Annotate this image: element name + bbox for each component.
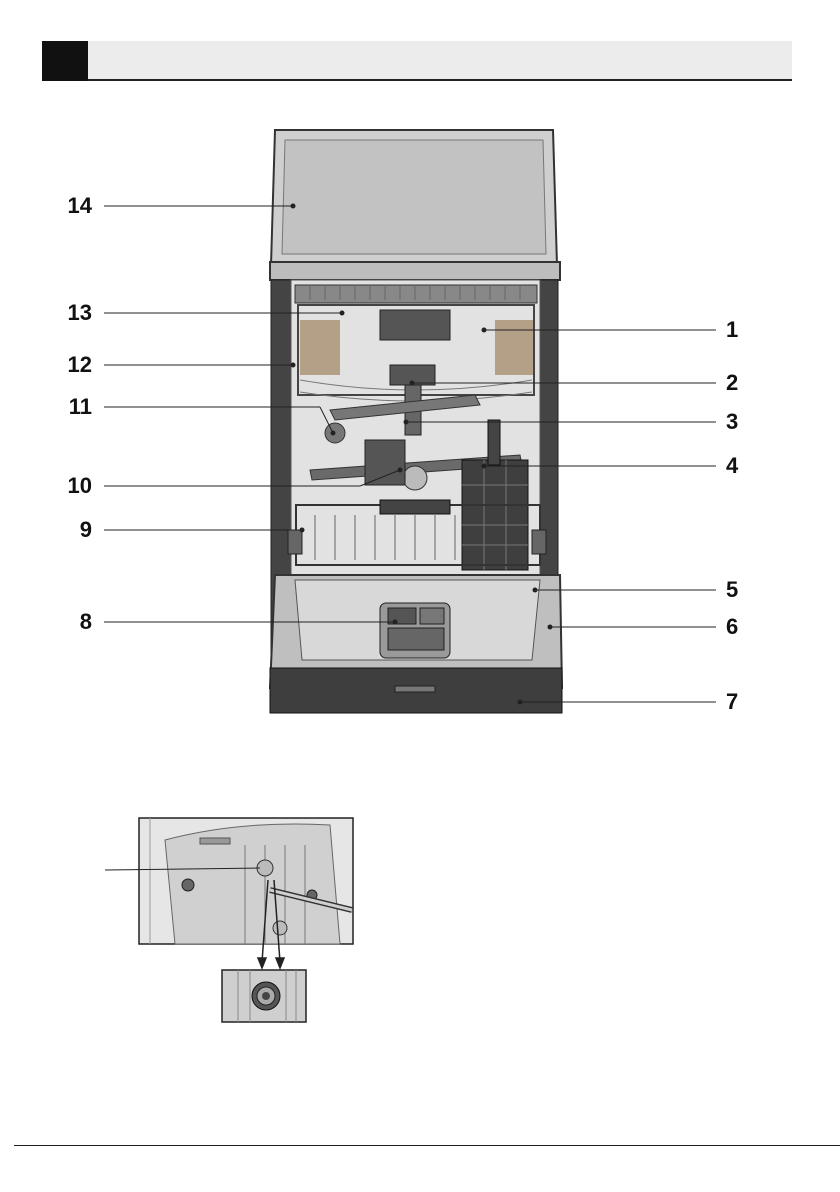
callout-1: 1 [726, 318, 738, 342]
callout-2: 2 [726, 371, 738, 395]
detail-inset-upper [139, 818, 353, 944]
door [270, 575, 562, 713]
callout-8: 8 [42, 610, 92, 634]
callout-3: 3 [726, 410, 738, 434]
callout-5: 5 [726, 578, 738, 602]
callout-11: 11 [42, 395, 92, 419]
callout-4: 4 [726, 454, 738, 478]
footer-rule [14, 1145, 840, 1146]
callout-9: 9 [42, 518, 92, 542]
detail-inset-lower [222, 970, 306, 1022]
callout-14: 14 [42, 194, 92, 218]
callout-6: 6 [726, 615, 738, 639]
callout-7: 7 [726, 690, 738, 714]
callout-13: 13 [42, 301, 92, 325]
callout-10: 10 [42, 474, 92, 498]
callout-12: 12 [42, 353, 92, 377]
